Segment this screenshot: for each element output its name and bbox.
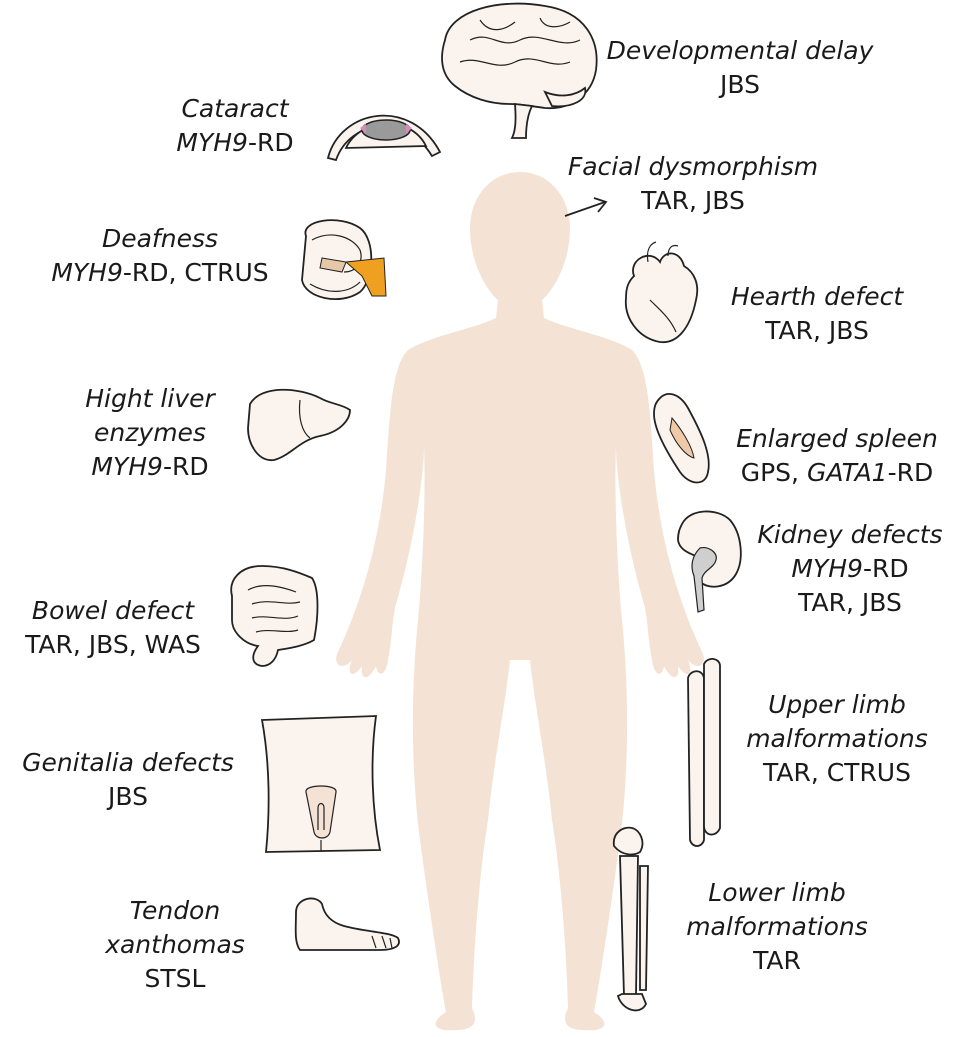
label-tendon: Tendon xanthomas STSL <box>100 894 250 996</box>
kidney-gene: MYH9 <box>791 554 863 583</box>
upper-limb-bones-icon <box>688 659 720 846</box>
liver-genes: MYH9-RD <box>60 450 240 484</box>
brain-icon <box>442 4 597 138</box>
tendon-title-line2: xanthomas <box>100 928 250 962</box>
genitalia-diseases: JBS <box>8 780 248 814</box>
heart-icon <box>626 242 697 342</box>
lower-limb-title-line1: Lower limb <box>672 876 882 910</box>
developmental-delay-title: Developmental delay <box>590 34 890 68</box>
kidney-suffix: -RD <box>863 554 909 583</box>
label-kidney: Kidney defects MYH9-RD TAR, JBS <box>740 518 960 620</box>
spleen-icon <box>654 394 709 483</box>
label-developmental-delay: Developmental delay JBS <box>590 34 890 102</box>
upper-limb-diseases: TAR, CTRUS <box>732 756 942 790</box>
cataract-suffix: -RD <box>248 128 294 157</box>
kidney-genes: MYH9-RD <box>740 552 960 586</box>
liver-icon <box>248 390 350 460</box>
deafness-genes: MYH9-RD, CTRUS <box>20 256 300 290</box>
bowel-diseases: TAR, JBS, WAS <box>8 628 218 662</box>
spleen-prefix: GPS, <box>741 458 807 487</box>
label-lower-limb: Lower limb malformations TAR <box>672 876 882 978</box>
genitalia-icon <box>262 716 380 852</box>
label-bowel: Bowel defect TAR, JBS, WAS <box>8 594 218 662</box>
deafness-title: Deafness <box>20 222 300 256</box>
facial-dysmorphism-diseases: TAR, JBS <box>548 184 838 218</box>
ear-icon <box>302 220 386 299</box>
deafness-suffix: -RD, CTRUS <box>123 258 269 287</box>
label-upper-limb: Upper limb malformations TAR, CTRUS <box>732 688 942 790</box>
label-liver: Hight liver enzymes MYH9-RD <box>60 382 240 484</box>
kidney-diseases: TAR, JBS <box>740 586 960 620</box>
label-cataract: Cataract MYH9-RD <box>150 92 320 160</box>
spleen-title: Enlarged spleen <box>722 422 952 456</box>
eye-cataract-icon <box>328 116 440 160</box>
label-genitalia: Genitalia defects JBS <box>8 746 248 814</box>
upper-limb-title-line2: malformations <box>732 722 942 756</box>
liver-title-line2: enzymes <box>60 416 240 450</box>
kidney-icon <box>678 511 741 612</box>
facial-dysmorphism-title: Facial dysmorphism <box>548 150 838 184</box>
label-spleen: Enlarged spleen GPS, GATA1-RD <box>722 422 952 490</box>
tendon-title-line1: Tendon <box>100 894 250 928</box>
tendon-diseases: STSL <box>100 962 250 996</box>
lower-limb-bones-icon <box>614 828 648 1011</box>
genitalia-title: Genitalia defects <box>8 746 248 780</box>
hearth-defect-diseases: TAR, JBS <box>712 314 922 348</box>
spleen-gene: GATA1 <box>807 458 888 487</box>
kidney-title: Kidney defects <box>740 518 960 552</box>
hearth-defect-title: Hearth defect <box>712 280 922 314</box>
lower-limb-diseases: TAR <box>672 944 882 978</box>
bowel-title: Bowel defect <box>8 594 218 628</box>
liver-gene: MYH9 <box>91 452 163 481</box>
cataract-genes: MYH9-RD <box>150 126 320 160</box>
label-hearth-defect: Hearth defect TAR, JBS <box>712 280 922 348</box>
upper-limb-title-line1: Upper limb <box>732 688 942 722</box>
deafness-gene: MYH9 <box>51 258 123 287</box>
label-deafness: Deafness MYH9-RD, CTRUS <box>20 222 300 290</box>
foot-icon <box>296 898 399 950</box>
liver-suffix: -RD <box>163 452 209 481</box>
developmental-delay-diseases: JBS <box>590 68 890 102</box>
label-facial-dysmorphism: Facial dysmorphism TAR, JBS <box>548 150 838 218</box>
intestine-icon <box>231 566 317 666</box>
cataract-gene: MYH9 <box>176 128 248 157</box>
lower-limb-title-line2: malformations <box>672 910 882 944</box>
spleen-suffix: -RD <box>888 458 934 487</box>
liver-title-line1: Hight liver <box>60 382 240 416</box>
cataract-title: Cataract <box>150 92 320 126</box>
spleen-genes: GPS, GATA1-RD <box>722 456 952 490</box>
